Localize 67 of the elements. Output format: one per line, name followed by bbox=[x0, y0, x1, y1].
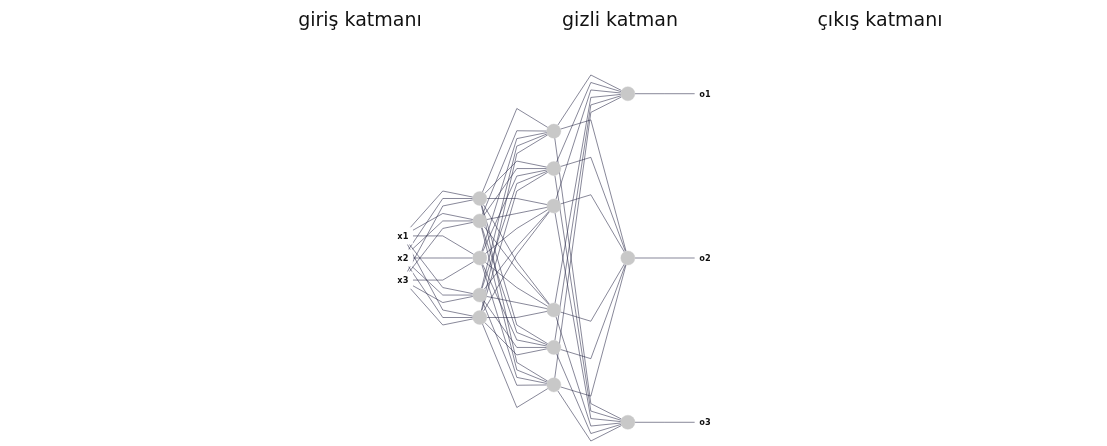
connector bbox=[412, 213, 473, 231]
connector bbox=[412, 257, 473, 259]
node-text: o2 bbox=[698, 253, 711, 263]
node-circle bbox=[472, 250, 487, 266]
node-circle bbox=[472, 287, 487, 303]
connector bbox=[485, 296, 547, 309]
node-circle bbox=[620, 250, 635, 266]
connector bbox=[412, 285, 473, 303]
connector bbox=[555, 316, 621, 427]
connector bbox=[484, 160, 547, 194]
node-circle bbox=[546, 123, 561, 139]
connector bbox=[481, 130, 547, 215]
connector bbox=[481, 169, 547, 252]
connector bbox=[412, 261, 474, 281]
node-circle bbox=[472, 310, 487, 325]
node-circle bbox=[620, 86, 635, 101]
connector bbox=[407, 198, 473, 250]
layer-label: gizli katman bbox=[561, 8, 679, 30]
connector bbox=[483, 168, 547, 216]
connector bbox=[483, 226, 549, 306]
connector bbox=[481, 264, 547, 384]
connector bbox=[408, 244, 473, 294]
connector bbox=[559, 264, 626, 397]
connector bbox=[408, 222, 473, 272]
connector bbox=[412, 235, 474, 255]
node-circle bbox=[620, 415, 635, 430]
connector bbox=[484, 322, 547, 356]
connector bbox=[555, 82, 621, 163]
connector bbox=[554, 94, 621, 304]
connector bbox=[486, 311, 547, 318]
connector bbox=[481, 301, 547, 386]
connector bbox=[406, 199, 473, 272]
layer-label: çıkış katmanı bbox=[816, 8, 944, 30]
connector bbox=[484, 262, 548, 307]
node-circle bbox=[546, 340, 561, 355]
node-text: x3 bbox=[396, 275, 408, 285]
connector bbox=[481, 132, 547, 252]
connector bbox=[559, 263, 625, 322]
connector bbox=[559, 157, 626, 252]
node-circle bbox=[546, 161, 561, 176]
connector bbox=[407, 266, 473, 318]
node-text: o1 bbox=[698, 89, 711, 99]
node-text: x1 bbox=[396, 231, 408, 241]
connector bbox=[481, 205, 548, 345]
connector bbox=[559, 264, 626, 359]
node-circle bbox=[472, 191, 487, 206]
node-circle bbox=[546, 302, 561, 318]
connector bbox=[411, 266, 473, 296]
layer-label: giriş katmanı bbox=[297, 8, 423, 30]
connector bbox=[481, 227, 548, 346]
connector bbox=[406, 244, 473, 317]
connector bbox=[411, 220, 473, 250]
node-circle bbox=[546, 377, 561, 393]
connector bbox=[485, 207, 547, 220]
connector bbox=[481, 171, 548, 311]
connector bbox=[483, 300, 547, 348]
connector bbox=[559, 194, 625, 253]
node-circle bbox=[546, 198, 561, 214]
connector bbox=[559, 119, 626, 252]
connector bbox=[555, 89, 621, 200]
node-text: o3 bbox=[698, 417, 711, 427]
connector bbox=[554, 212, 621, 422]
connector bbox=[483, 210, 549, 290]
connector bbox=[481, 264, 547, 347]
connector bbox=[484, 209, 548, 254]
connector bbox=[481, 170, 548, 289]
node-circle bbox=[472, 213, 487, 229]
